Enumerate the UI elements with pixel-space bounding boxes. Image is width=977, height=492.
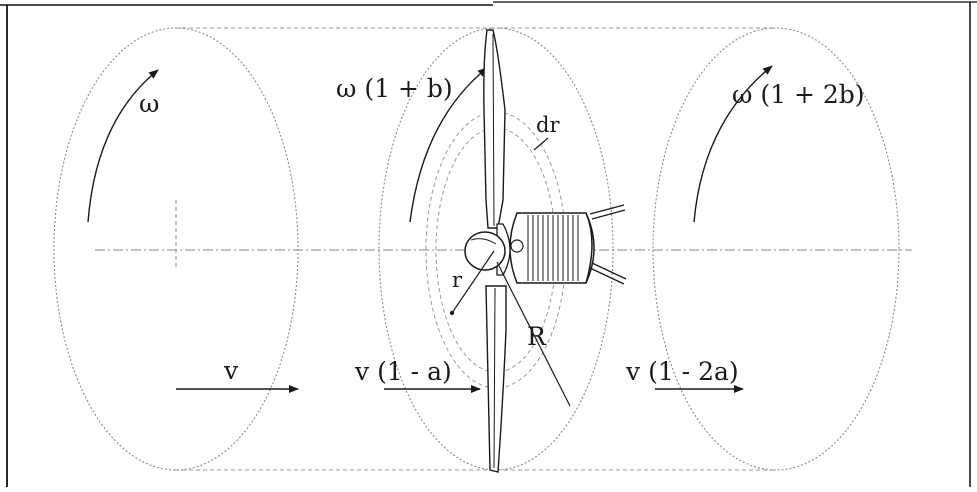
omega-wake-arrow bbox=[693, 65, 773, 223]
label-omega: ω bbox=[139, 89, 159, 118]
upstream-disc bbox=[53, 27, 299, 471]
rotation-arrows bbox=[87, 65, 773, 223]
label-v-wake: v (1 - 2a) bbox=[625, 357, 739, 386]
label-R: R bbox=[527, 322, 547, 351]
radius-lines bbox=[449, 137, 571, 407]
label-dr: dr bbox=[536, 113, 560, 137]
label-omega-wake: ω (1 + 2b) bbox=[732, 80, 865, 109]
tower-strut-bottom bbox=[589, 267, 625, 285]
tower-strut-top bbox=[589, 204, 625, 215]
rotor-blades bbox=[483, 29, 507, 473]
label-r: r bbox=[452, 268, 463, 292]
generator-ribs bbox=[527, 215, 579, 281]
label-v-rotor: v (1 - a) bbox=[354, 357, 452, 386]
upper-blade bbox=[483, 29, 506, 229]
hub bbox=[464, 223, 511, 276]
omega-rotor-arrow bbox=[409, 67, 488, 223]
R-leader bbox=[496, 261, 571, 407]
nacelle bbox=[509, 204, 627, 285]
omega-arrow bbox=[87, 69, 159, 223]
label-v: v bbox=[223, 356, 239, 385]
r-leader bbox=[451, 250, 495, 314]
dr-leader bbox=[533, 137, 549, 151]
wake-disc bbox=[652, 27, 900, 471]
label-omega-rotor: ω (1 + b) bbox=[336, 74, 453, 103]
stream-tube bbox=[175, 27, 775, 471]
lower-blade bbox=[485, 285, 507, 473]
labels: ω ω (1 + b) ω (1 + 2b) dr r R v v (1 - a… bbox=[139, 74, 865, 386]
